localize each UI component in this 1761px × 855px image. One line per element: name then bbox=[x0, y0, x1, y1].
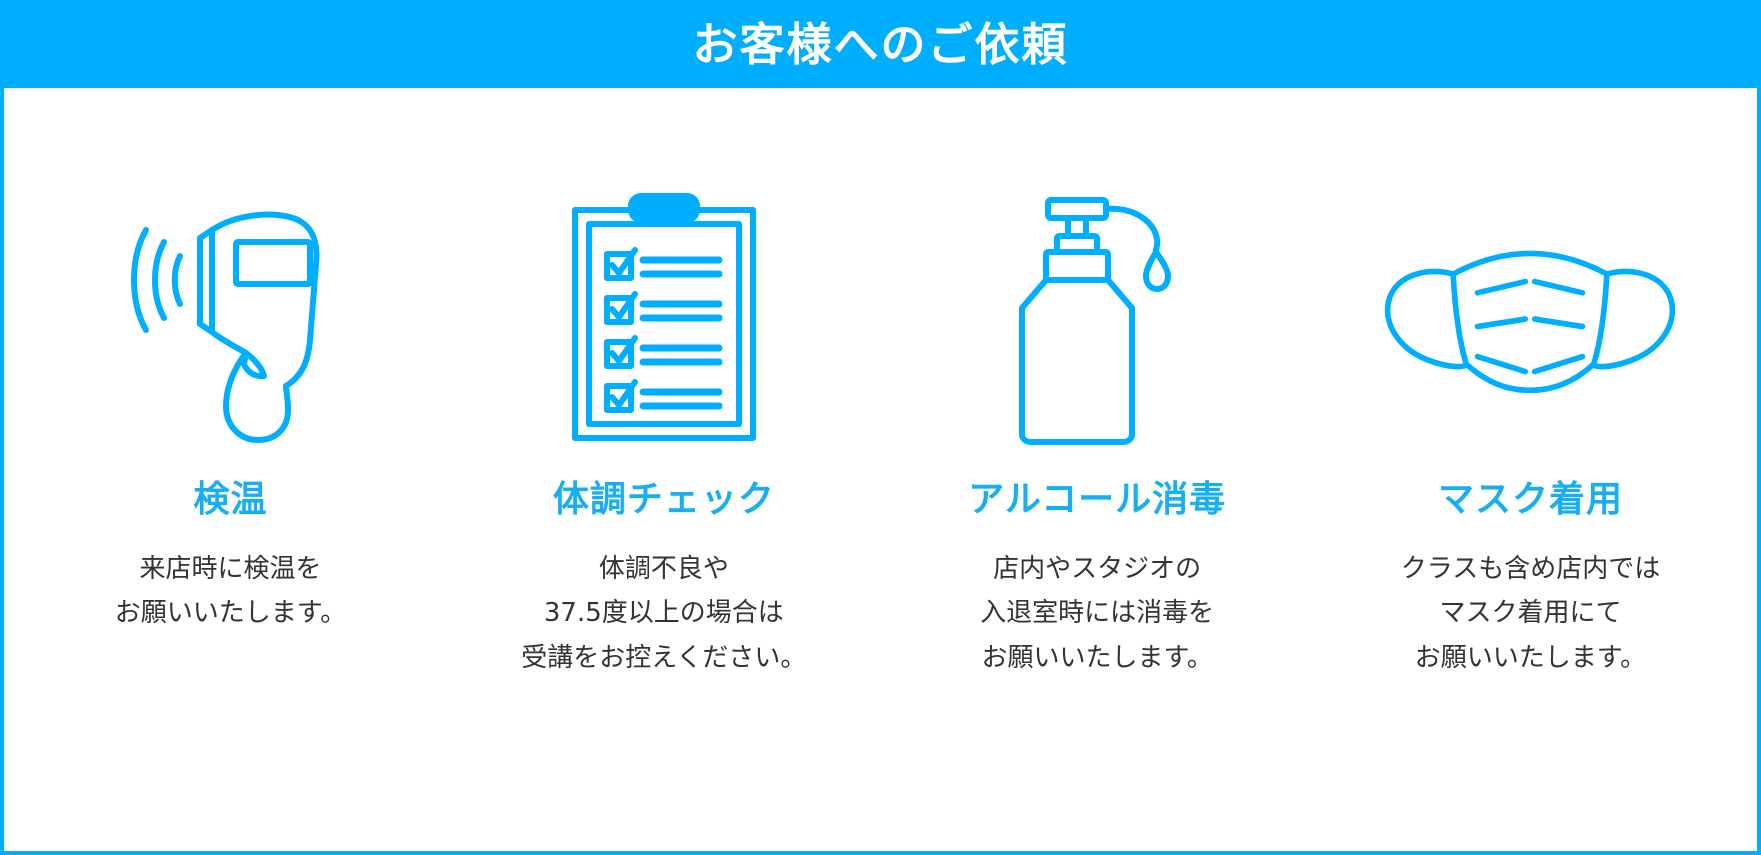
body-line: お願いいたします。 bbox=[981, 642, 1213, 673]
page-title: お客様へのご依頼 bbox=[692, 17, 1069, 71]
body-line: お願いいたします。 bbox=[1414, 642, 1647, 673]
body-line: 来店時に検温を bbox=[139, 554, 322, 585]
content-panel: 検温 来店時に検温を お願いいたします。 bbox=[0, 88, 1761, 855]
guideline-body: 来店時に検温を お願いいたします。 bbox=[115, 547, 346, 635]
body-line: 体調不良や bbox=[598, 554, 729, 585]
guideline-title: 体調チェック bbox=[552, 479, 775, 520]
body-line: 受講をお控えください。 bbox=[521, 642, 807, 673]
sanitizer-pump-bottle-icon bbox=[947, 170, 1247, 470]
guideline-item-health-check: 体調チェック 体調不良や 37.5度以上の場合は 受講をお控えください。 bbox=[464, 170, 864, 680]
guideline-body: クラスも含め店内では マスク着用にて お願いいたします。 bbox=[1401, 547, 1660, 680]
poster-header: お客様へのご依頼 bbox=[0, 0, 1761, 88]
guideline-title: アルコール消毒 bbox=[968, 479, 1227, 520]
clipboard-checklist-icon bbox=[514, 170, 814, 470]
guideline-body: 体調不良や 37.5度以上の場合は 受講をお控えください。 bbox=[521, 547, 806, 680]
body-line: クラスも含め店内では bbox=[1400, 554, 1661, 585]
guideline-item-temperature-check: 検温 来店時に検温を お願いいたします。 bbox=[31, 170, 431, 636]
guideline-columns: 検温 来店時に検温を お願いいたします。 bbox=[31, 170, 1731, 680]
body-line: 店内やスタジオの bbox=[993, 554, 1202, 585]
body-line: 入退室時には消毒を bbox=[980, 598, 1215, 629]
guideline-item-mask-wearing: マスク着用 クラスも含め店内では マスク着用にて お願いいたします。 bbox=[1330, 170, 1730, 680]
body-line: 37.5度以上の場合は bbox=[543, 598, 784, 629]
thermometer-gun-icon bbox=[81, 170, 381, 470]
guideline-title: マスク着用 bbox=[1437, 479, 1623, 520]
guideline-body: 店内やスタジオの 入退室時には消毒を お願いいたします。 bbox=[980, 547, 1214, 680]
face-mask-icon bbox=[1380, 170, 1680, 470]
guideline-title: 検温 bbox=[193, 479, 268, 520]
body-line: お願いいたします。 bbox=[114, 598, 347, 629]
guideline-item-alcohol-sanitizing: アルコール消毒 店内やスタジオの 入退室時には消毒を お願いいたします。 bbox=[897, 170, 1297, 680]
body-line: マスク着用にて bbox=[1439, 598, 1622, 629]
